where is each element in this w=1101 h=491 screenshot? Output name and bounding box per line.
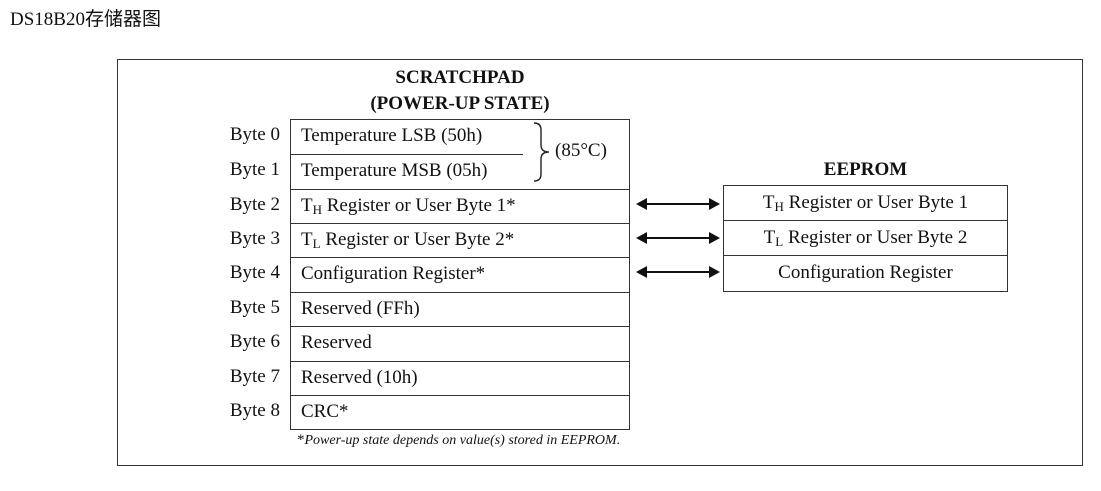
- scratchpad-row-0: Temperature LSB (50h): [291, 120, 523, 155]
- scratchpad-cell-5: Reserved (FFh): [301, 298, 420, 319]
- scratchpad-cell-4: Configuration Register*: [301, 263, 486, 284]
- scratchpad-row-7: Reserved (10h): [291, 362, 629, 396]
- curly-brace-icon: [533, 122, 550, 182]
- scratchpad-row-2: TH Register or User Byte 1*: [291, 190, 629, 224]
- byte-label-6: Byte 6: [229, 331, 280, 352]
- scratchpad-cell-8: CRC*: [301, 401, 349, 422]
- scratchpad-row-8: CRC*: [291, 396, 629, 430]
- byte-label-0: Byte 0: [229, 124, 280, 145]
- byte-label-3: Byte 3: [229, 228, 280, 249]
- byte-label-4: Byte 4: [229, 262, 280, 283]
- scratchpad-cell-1: Temperature MSB (05h): [301, 160, 488, 181]
- byte-label-8: Byte 8: [229, 400, 280, 421]
- temperature-annotation: (85°C): [555, 140, 607, 161]
- diagram-frame: [117, 59, 1083, 466]
- scratchpad-row-1: Temperature MSB (05h): [291, 155, 629, 190]
- double-arrow-icon: [636, 198, 720, 210]
- page-title: DS18B20存储器图: [10, 9, 161, 30]
- eeprom-row-th: TH Register or User Byte 1: [724, 186, 1007, 221]
- scratchpad-row-3: TL Register or User Byte 2*: [291, 224, 629, 258]
- double-arrow-icon: [636, 232, 720, 244]
- scratchpad-heading: SCRATCHPAD: [395, 67, 525, 88]
- scratchpad-row-4: Configuration Register*: [291, 258, 629, 293]
- scratchpad-cell-6: Reserved: [301, 332, 372, 353]
- eeprom-table: TH Register or User Byte 1 TL Register o…: [723, 185, 1008, 292]
- byte-label-1: Byte 1: [229, 159, 280, 180]
- scratchpad-subheading: (POWER-UP STATE): [370, 93, 550, 114]
- scratchpad-cell-7: Reserved (10h): [301, 367, 418, 388]
- scratchpad-cell-3: TL Register or User Byte 2*: [301, 229, 515, 251]
- footnote: *Power-up state depends on value(s) stor…: [297, 432, 621, 448]
- eeprom-row-config: Configuration Register: [778, 262, 953, 283]
- eeprom-heading: EEPROM: [823, 159, 908, 180]
- scratchpad-table: Temperature LSB (50h) Temperature MSB (0…: [290, 119, 630, 430]
- byte-label-5: Byte 5: [229, 297, 280, 318]
- double-arrow-icon: [636, 266, 720, 278]
- scratchpad-row-5: Reserved (FFh): [291, 293, 629, 327]
- eeprom-row-tl: TL Register or User Byte 2: [724, 221, 1007, 256]
- scratchpad-cell-2: TH Register or User Byte 1*: [301, 195, 516, 217]
- scratchpad-row-6: Reserved: [291, 327, 629, 362]
- scratchpad-cell-0: Temperature LSB (50h): [301, 125, 483, 146]
- byte-label-7: Byte 7: [229, 366, 280, 387]
- byte-label-2: Byte 2: [229, 194, 280, 215]
